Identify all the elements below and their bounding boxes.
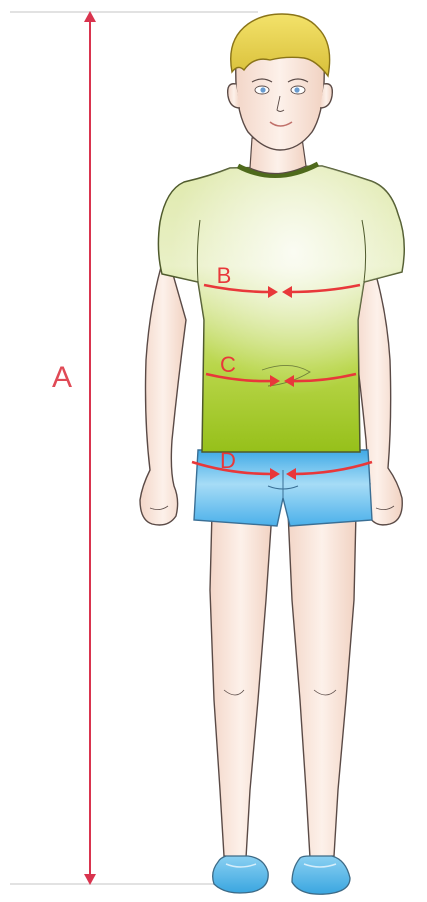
height-label: A — [52, 361, 72, 394]
hips-label: D — [220, 448, 236, 473]
chest-label: B — [217, 263, 232, 288]
waist-label: C — [220, 352, 236, 377]
shoes — [213, 856, 350, 894]
head — [228, 14, 333, 150]
legs — [210, 512, 356, 858]
height-measure-line — [84, 11, 96, 885]
